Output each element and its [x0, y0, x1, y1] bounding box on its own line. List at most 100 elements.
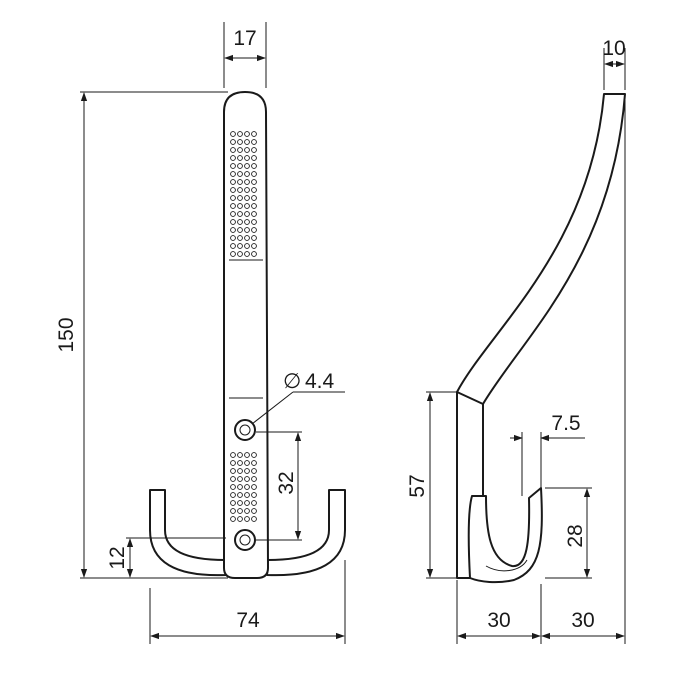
texture-dot: [237, 484, 243, 490]
texture-dot: [244, 163, 250, 169]
texture-dot: [251, 500, 257, 506]
texture-dot: [230, 484, 236, 490]
front-mounting-hole-bottom: [234, 529, 256, 551]
side-upper-arm: [456, 93, 626, 405]
texture-dot: [237, 452, 243, 458]
dim-projection-1-label: 30: [487, 609, 510, 632]
texture-dot: [237, 195, 243, 201]
texture-dot: [237, 211, 243, 217]
texture-dot: [251, 476, 257, 482]
texture-dot: [244, 179, 250, 185]
dim-top-thickness-label: 10: [602, 37, 625, 60]
texture-dot: [244, 476, 250, 482]
texture-dot: [251, 235, 257, 241]
texture-dot: [244, 139, 250, 145]
texture-dot: [251, 211, 257, 217]
texture-dot: [230, 452, 236, 458]
texture-dot: [244, 155, 250, 161]
texture-dot: [230, 227, 236, 233]
texture-dot: [244, 147, 250, 153]
texture-dot: [244, 508, 250, 514]
front-dimensions: 17 150 ∅ 4.4 32 12 74: [55, 22, 346, 644]
texture-dot: [244, 468, 250, 474]
dim-height-total-label: 150: [55, 317, 78, 352]
texture-dot: [237, 500, 243, 506]
dim-hole-diameter-label: 4.4: [305, 370, 335, 393]
side-view: [456, 93, 626, 584]
texture-dot: [251, 131, 257, 137]
texture-dot: [251, 187, 257, 193]
texture-dot: [237, 131, 243, 137]
texture-dot: [237, 243, 243, 249]
texture-dot: [244, 203, 250, 209]
texture-dot: [251, 155, 257, 161]
texture-dot: [237, 235, 243, 241]
texture-dot: [230, 508, 236, 514]
texture-dot: [244, 492, 250, 498]
texture-dot: [230, 219, 236, 225]
texture-dot: [230, 147, 236, 153]
texture-dot: [230, 492, 236, 498]
dim-hook-height-label: 28: [564, 524, 587, 547]
dim-projection-2-label: 30: [571, 609, 594, 632]
texture-dot: [237, 203, 243, 209]
texture-dot: [230, 251, 236, 257]
side-lower-hook: [467, 487, 543, 584]
texture-dot: [230, 131, 236, 137]
texture-dot: [244, 131, 250, 137]
texture-dot: [237, 187, 243, 193]
texture-dot: [244, 484, 250, 490]
texture-dot: [251, 171, 257, 177]
texture-dot: [230, 516, 236, 522]
side-dimensions: 10 57 7.5 28 30 30: [406, 37, 626, 644]
front-view: [149, 91, 346, 579]
front-left-hook-arm: [149, 489, 227, 577]
texture-dot: [230, 139, 236, 145]
texture-dot: [237, 227, 243, 233]
texture-dot: [244, 460, 250, 466]
texture-dot: [230, 187, 236, 193]
texture-dot: [244, 219, 250, 225]
texture-dot: [237, 508, 243, 514]
texture-dot: [237, 492, 243, 498]
texture-dot: [244, 195, 250, 201]
diameter-symbol: ∅: [283, 370, 301, 393]
texture-dot: [230, 195, 236, 201]
texture-dot: [237, 460, 243, 466]
texture-dot: [237, 468, 243, 474]
dim-base-height-label: 57: [406, 474, 429, 497]
texture-dot: [251, 163, 257, 169]
texture-dot: [230, 235, 236, 241]
texture-dot: [230, 203, 236, 209]
front-dot-texture: [230, 131, 257, 522]
texture-dot: [244, 251, 250, 257]
texture-dot: [237, 155, 243, 161]
texture-dot: [230, 476, 236, 482]
texture-dot: [230, 243, 236, 249]
texture-dot: [230, 155, 236, 161]
texture-dot: [237, 139, 243, 145]
texture-dot: [237, 219, 243, 225]
texture-dot: [230, 171, 236, 177]
texture-dot: [244, 235, 250, 241]
dim-span-label: 74: [236, 609, 260, 632]
texture-dot: [251, 139, 257, 145]
texture-dot: [237, 516, 243, 522]
dim-width-top-label: 17: [233, 27, 256, 50]
texture-dot: [251, 508, 257, 514]
texture-dot: [244, 243, 250, 249]
texture-dot: [251, 516, 257, 522]
texture-dot: [251, 243, 257, 249]
texture-dot: [244, 516, 250, 522]
front-mounting-hole-top: [234, 419, 256, 441]
texture-dot: [251, 219, 257, 225]
texture-dot: [251, 484, 257, 490]
texture-dot: [244, 452, 250, 458]
texture-dot: [230, 500, 236, 506]
texture-dot: [237, 476, 243, 482]
texture-dot: [230, 468, 236, 474]
texture-dot: [230, 460, 236, 466]
front-right-hook-arm: [266, 489, 346, 577]
texture-dot: [237, 163, 243, 169]
